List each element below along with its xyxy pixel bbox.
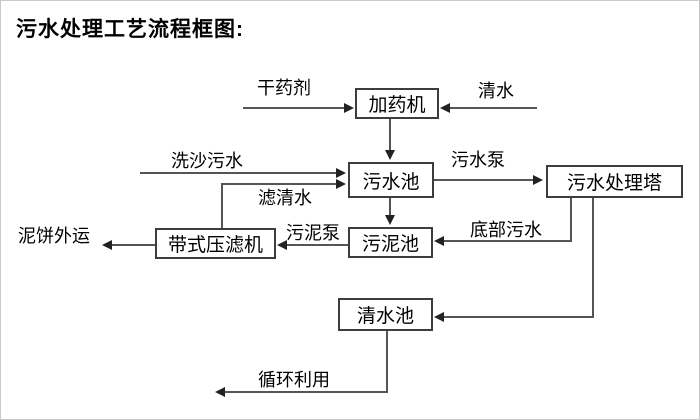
arrowhead-left-icon: [215, 387, 225, 397]
arrowhead-left-icon: [102, 240, 112, 250]
line-segment: [389, 198, 391, 216]
flow-label-recycle-reuse: 循环利用: [258, 370, 330, 390]
flow-label-filtered-water: 滤清水: [258, 188, 312, 208]
line-segment: [570, 198, 572, 242]
arrowhead-right-icon: [344, 103, 354, 113]
flow-label-clean-water: 清水: [478, 81, 514, 101]
flow-label-mud-cake-out: 泥饼外运: [18, 226, 90, 246]
line-segment: [287, 244, 348, 246]
flow-label-sewage-pump: 污水泵: [451, 150, 505, 170]
arrowhead-right-icon: [336, 168, 346, 178]
node-treatment-tower: 污水处理塔: [546, 165, 683, 198]
node-belt-filter-press: 带式压滤机: [155, 228, 276, 259]
node-sludge-pool: 污泥池: [348, 227, 433, 258]
line-segment: [221, 184, 223, 228]
arrowhead-right-icon: [336, 179, 346, 189]
arrowhead-left-icon: [434, 312, 444, 322]
node-sewage-pool: 污水池: [348, 162, 434, 198]
line-segment: [221, 183, 337, 185]
flow-label-dry-agent: 干药剂: [257, 78, 311, 98]
node-clean-water-pool: 清水池: [338, 298, 433, 331]
arrowhead-left-icon: [434, 236, 444, 246]
line-segment: [386, 331, 388, 392]
line-segment: [449, 107, 537, 109]
arrowhead-down-icon: [385, 150, 395, 160]
flow-label-bottom-sewage: 底部污水: [470, 220, 542, 240]
node-dosing-machine: 加药机: [355, 88, 439, 119]
line-segment: [444, 240, 572, 242]
line-segment: [444, 316, 594, 318]
arrowhead-left-icon: [277, 240, 287, 250]
line-segment: [434, 179, 534, 181]
line-segment: [592, 198, 594, 318]
arrowhead-right-icon: [533, 175, 543, 185]
line-segment: [389, 119, 391, 151]
page-title: 污水处理工艺流程框图:: [16, 18, 244, 41]
line-segment: [243, 107, 344, 109]
arrowhead-down-icon: [385, 215, 395, 225]
arrowhead-left-icon: [440, 103, 450, 113]
line-segment: [140, 172, 337, 174]
line-segment: [112, 244, 155, 246]
flow-label-sludge-pump: 污泥泵: [286, 223, 340, 243]
flow-label-sand-wash: 洗沙污水: [171, 151, 243, 171]
line-segment: [225, 391, 388, 393]
